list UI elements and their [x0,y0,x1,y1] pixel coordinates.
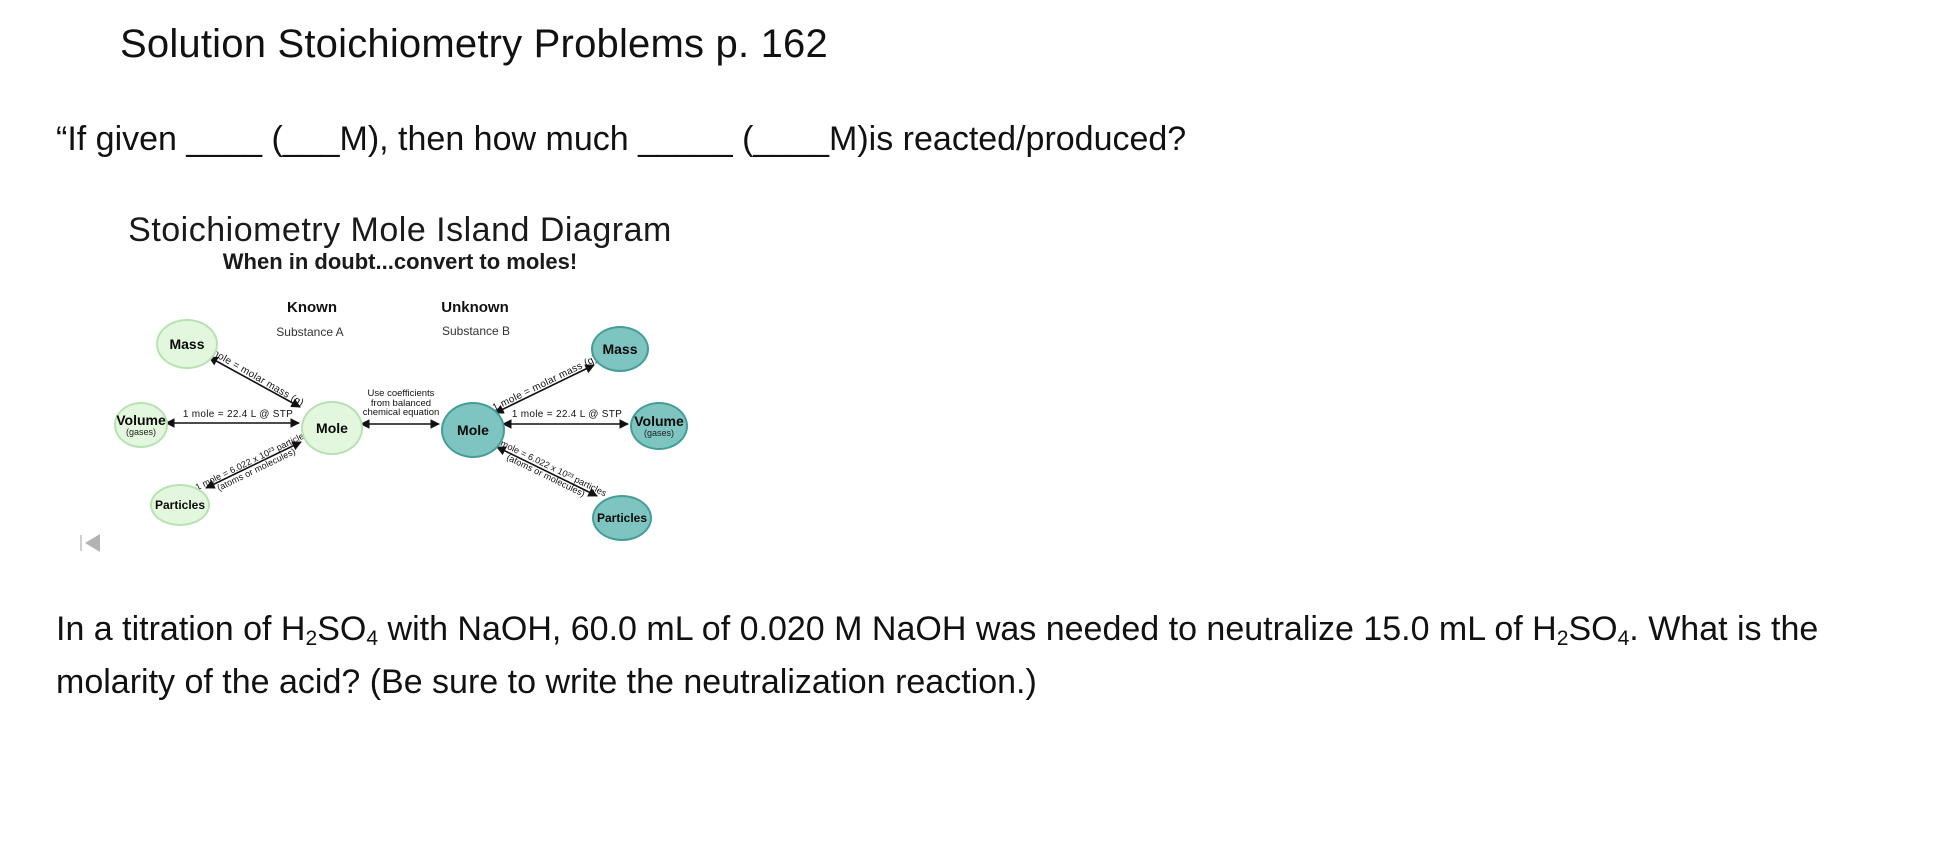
node-volume-known-note: (gases) [125,426,156,437]
label-use-coefficients: Use coefficients from balanced chemical … [341,389,461,418]
node-particles-unknown: Particles [592,495,652,541]
diagram-title: Stoichiometry Mole Island Diagram [128,211,672,249]
node-mass-unknown: Mass [591,326,649,372]
label-volume-stp-known: 1 mole = 22.4 L @ STP [182,409,294,420]
node-mole-known: Mole [301,401,363,455]
node-particles-unknown-label: Particles [596,510,648,525]
node-mole-unknown-label: Mole [457,421,489,438]
unknown-substance-label: Substance B [441,324,511,338]
arrow-mass-mole-unknown [494,364,595,414]
mole-island-diagram-image[interactable]: Stoichiometry Mole Island Diagram When i… [60,205,740,565]
label-coeff-line1: Use coefficients [367,388,435,399]
unknown-header: Unknown [441,299,509,316]
node-particles-known: Particles [150,484,210,526]
label-volume-stp-unknown: 1 mole = 22.4 L @ STP [511,409,623,420]
page-title: Solution Stoichiometry Problems p. 162 [120,22,828,66]
arrow-particles-mole-unknown [496,446,598,497]
node-volume-unknown: Volume (gases) [630,402,688,450]
known-header: Known [287,299,337,316]
arrow-particles-mole-known [205,441,302,489]
node-volume-unknown-note: (gases) [643,427,674,438]
question-text: “If given ____ (___M), then how much ___… [56,120,1187,158]
node-volume-unknown-label: Volume [634,412,684,429]
problem-text: In a titration of H2SO4 with NaOH, 60.0 … [56,610,1819,701]
node-mass-unknown-label: Mass [602,340,638,357]
diagram-subtitle: When in doubt...convert to moles! [222,249,578,274]
node-volume-known-label: Volume [116,411,166,428]
node-particles-known-label: Particles [154,497,206,512]
previous-slide-icon [80,533,106,553]
arrow-mass-mole-known [208,356,301,408]
previous-slide-icon-triangle [85,534,100,552]
previous-slide-icon-bar [80,535,82,551]
node-mass-known-label: Mass [169,335,205,352]
node-mole-known-label: Mole [316,419,348,436]
known-substance-label: Substance A [276,325,344,339]
label-coeff-line3: chemical equation [362,407,440,418]
node-mass-known: Mass [156,319,218,369]
label-coeff-line2: from balanced [370,397,432,409]
diagram-arrows [165,356,629,497]
node-volume-known: Volume (gases) [114,402,168,448]
node-mole-unknown: Mole [441,402,505,458]
